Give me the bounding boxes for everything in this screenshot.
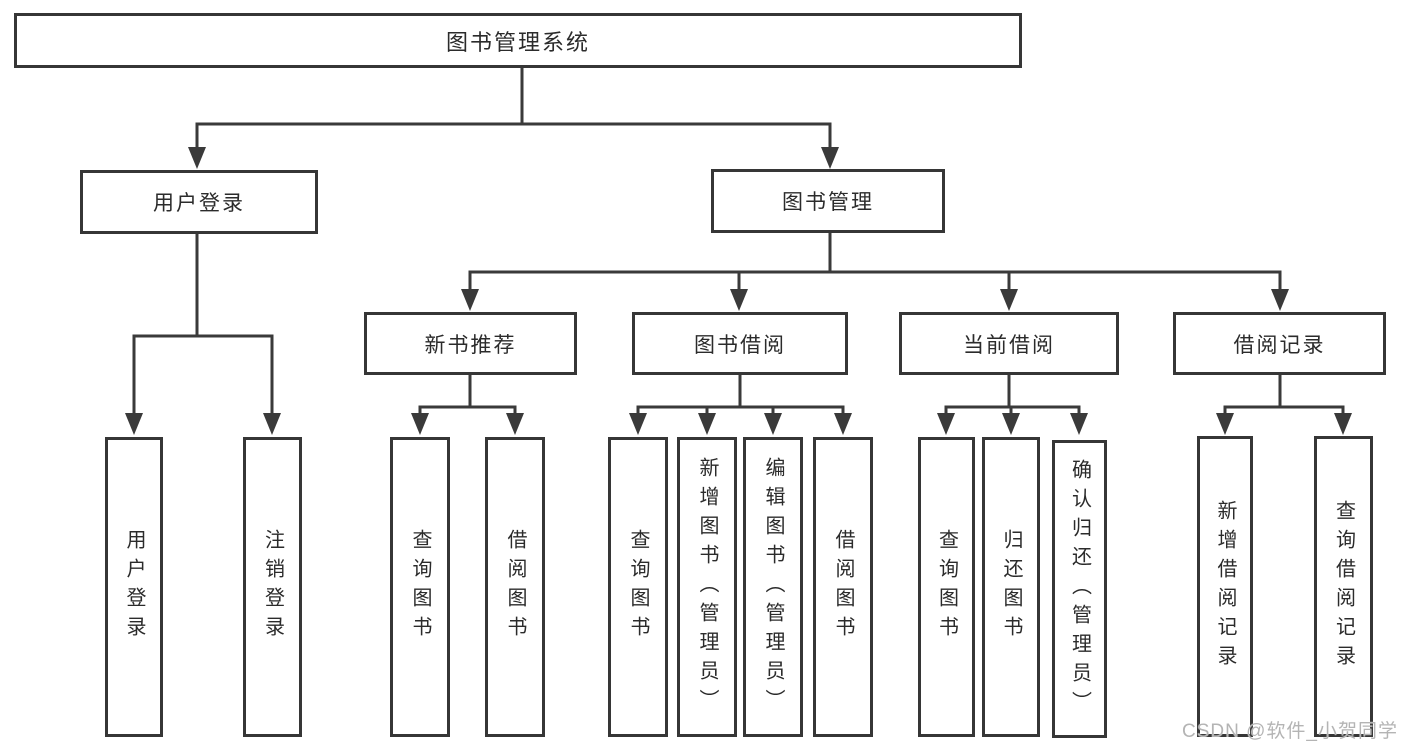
node-label: 借阅图书	[832, 529, 854, 645]
node-book-borrowing: 图书借阅	[632, 312, 848, 375]
node-leaf-borrow-books-recommend: 借阅图书	[485, 437, 545, 737]
node-leaf-add-books-admin: 新增图书（管理员）	[677, 437, 737, 737]
node-label: 借阅图书	[504, 529, 526, 645]
node-user-login-branch: 用户登录	[80, 170, 318, 234]
arrowhead-icons	[125, 147, 1352, 435]
node-book-management-branch: 图书管理	[711, 169, 945, 233]
csdn-watermark: CSDN @软件_小贺同学	[1182, 721, 1398, 742]
node-leaf-query-books-borrowing: 查询图书	[608, 437, 668, 737]
node-library-management-system: 图书管理系统	[14, 13, 1022, 68]
node-label: 借阅记录	[1233, 333, 1326, 357]
node-label: 图书借阅	[694, 333, 786, 357]
node-leaf-return-books: 归还图书	[982, 437, 1040, 737]
node-leaf-add-borrow-record: 新增借阅记录	[1197, 436, 1253, 737]
node-label: 查询图书	[409, 529, 431, 645]
node-label: 新增图书（管理员）	[696, 456, 718, 718]
node-leaf-borrow-books-borrowing: 借阅图书	[813, 437, 873, 737]
node-leaf-logout: 注销登录	[243, 437, 302, 737]
node-leaf-query-books-current: 查询图书	[918, 437, 975, 737]
node-label: 用户登录	[153, 192, 245, 215]
node-label: 注销登录	[261, 529, 284, 645]
node-label: 查询图书	[627, 529, 649, 645]
node-label: 编辑图书（管理员）	[762, 456, 784, 718]
node-label: 查询图书	[935, 529, 958, 645]
node-leaf-user-login: 用户登录	[105, 437, 163, 737]
node-new-book-recommend: 新书推荐	[364, 312, 577, 375]
node-label: 图书管理系统	[445, 29, 590, 55]
node-label: 新增借阅记录	[1214, 499, 1236, 674]
node-label: 归还图书	[1000, 529, 1022, 645]
node-leaf-query-books-recommend: 查询图书	[390, 437, 450, 737]
node-label: 图书管理	[782, 191, 874, 214]
node-label: 当前借阅	[963, 333, 1055, 357]
node-label: 用户登录	[123, 529, 145, 645]
node-current-borrowing: 当前借阅	[899, 312, 1119, 375]
node-leaf-query-borrow-record: 查询借阅记录	[1314, 436, 1373, 737]
node-label: 查询借阅记录	[1332, 499, 1355, 674]
node-borrowing-records: 借阅记录	[1173, 312, 1386, 375]
node-label: 新书推荐	[424, 333, 517, 357]
node-leaf-confirm-return-admin: 确认归还（管理员）	[1052, 440, 1107, 738]
node-leaf-edit-books-admin: 编辑图书（管理员）	[743, 437, 803, 737]
node-label: 确认归还（管理员）	[1068, 458, 1091, 720]
